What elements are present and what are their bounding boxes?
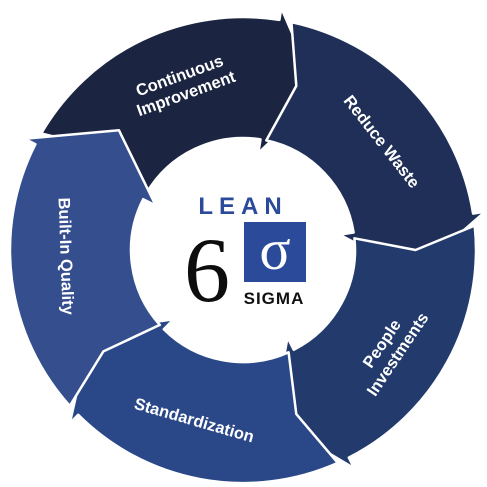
- logo-lean-text: LEAN: [198, 193, 287, 220]
- logo-sigma-box: [244, 222, 306, 282]
- segment-label-line: Built-In Quality: [55, 197, 77, 316]
- logo-six-numeral: 6: [184, 219, 230, 321]
- cycle-segment-4: [68, 318, 340, 485]
- logo-sigma-word: SIGMA: [244, 289, 305, 308]
- cycle-segment-5: [8, 128, 162, 408]
- cycle-segment-3: [271, 224, 478, 470]
- cycle-segment-label-5: Built-In Quality: [55, 197, 77, 316]
- logo-sigma-symbol: σ: [259, 217, 290, 282]
- cycle-segment-2: [265, 20, 487, 276]
- lean-six-sigma-logo: LEAN 6 σ SIGMA: [184, 193, 306, 321]
